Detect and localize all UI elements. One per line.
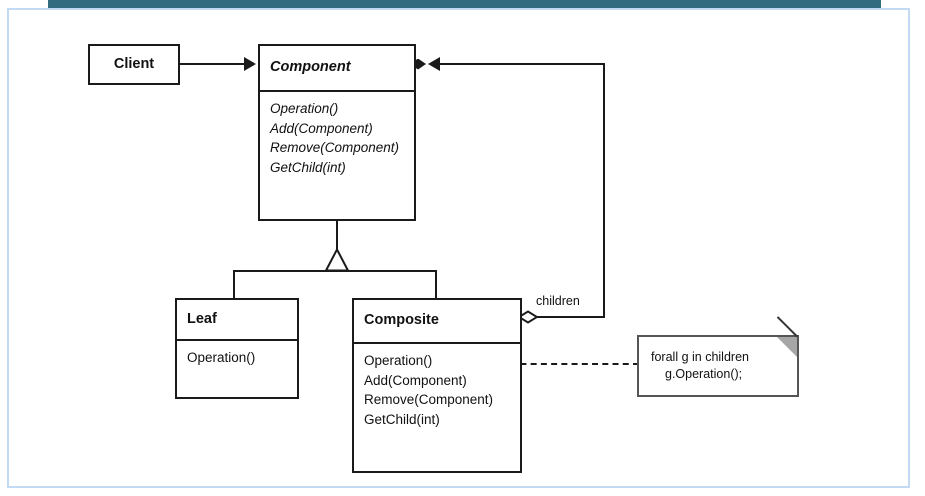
note-line-2: g.Operation(); [665, 367, 743, 381]
operation-item: Add(Component) [270, 120, 373, 136]
class-name-client: Client [113, 56, 155, 73]
note-line-1: forall g in children [651, 350, 749, 365]
right-vertical-line [603, 63, 605, 318]
composition-diamond-icon [410, 58, 426, 70]
class-divider-composite [354, 342, 520, 344]
children-edge-label: children [534, 294, 582, 308]
operation-item: Operation() [187, 350, 256, 365]
children-association-arrowhead [428, 57, 440, 71]
class-box-client[interactable]: Client [88, 44, 180, 85]
operations-list-leaf: Operation() [177, 341, 297, 376]
note-fold-corner-icon [777, 337, 797, 357]
operations-list-component: Operation() Add(Component) Remove(Compon… [260, 92, 414, 185]
class-name-component: Component [270, 59, 351, 76]
operations-list-composite: Operation() Add(Component) Remove(Compon… [354, 344, 520, 437]
operation-item: Remove(Component) [364, 392, 494, 408]
generalization-stem [336, 221, 338, 250]
operation-item: Operation() [364, 353, 433, 368]
operation-item: GetChild(int) [270, 159, 346, 175]
class-divider-leaf [177, 339, 297, 341]
generalization-branch-composite [435, 270, 437, 300]
operation-item: Remove(Component) [270, 140, 400, 156]
class-name-composite: Composite [364, 312, 439, 329]
class-box-composite[interactable]: Composite Operation() Add(Component) Rem… [352, 298, 522, 473]
class-divider-component [260, 90, 414, 92]
generalization-branch-leaf [233, 270, 235, 300]
client-to-component-line [180, 63, 246, 65]
operation-item: Add(Component) [364, 372, 467, 388]
generalization-triangle-icon [323, 248, 351, 272]
operation-item: Operation() [270, 101, 339, 116]
class-box-component[interactable]: Component Operation() Add(Component) Rem… [258, 44, 416, 221]
class-name-leaf: Leaf [187, 310, 217, 327]
note-dashed-link [459, 363, 639, 365]
uml-note[interactable]: forall g in children g.Operation(); [637, 316, 799, 397]
note-fold-line-icon [776, 316, 798, 338]
operation-item: GetChild(int) [364, 411, 440, 427]
component-to-right-line [438, 63, 605, 65]
class-box-leaf[interactable]: Leaf Operation() [175, 298, 299, 399]
right-to-composite-line [534, 316, 605, 318]
client-to-component-arrowhead [244, 57, 256, 71]
note-text: forall g in children g.Operation(); [639, 337, 797, 395]
top-accent-bar [48, 0, 881, 9]
